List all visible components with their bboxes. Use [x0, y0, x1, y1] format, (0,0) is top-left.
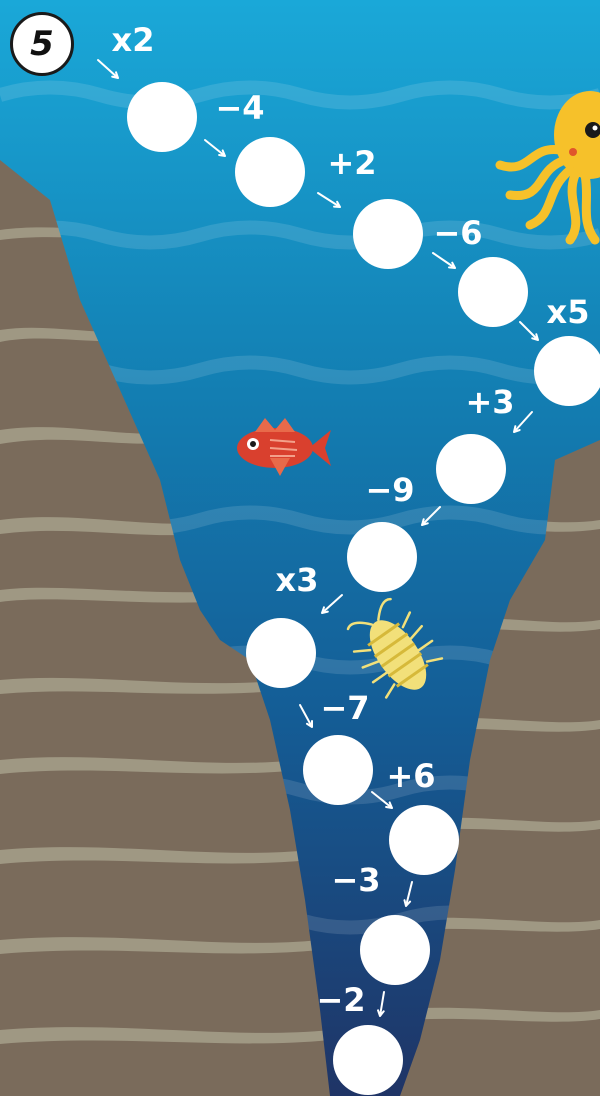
start-number-badge: 5: [10, 12, 74, 76]
operation-label: x2: [112, 24, 155, 56]
answer-circle[interactable]: [246, 618, 316, 688]
answer-circle[interactable]: [458, 257, 528, 327]
answer-circle[interactable]: [353, 199, 423, 269]
operation-label: +3: [465, 386, 514, 418]
operation-label: +2: [327, 147, 376, 179]
answer-circle[interactable]: [436, 434, 506, 504]
answer-circle[interactable]: [534, 336, 600, 406]
operation-label: −7: [320, 692, 369, 724]
answer-circle[interactable]: [127, 82, 197, 152]
answer-circle[interactable]: [303, 735, 373, 805]
answer-circle[interactable]: [389, 805, 459, 875]
operation-label: −2: [316, 984, 365, 1016]
operation-label: x3: [276, 564, 319, 596]
operation-label: −4: [215, 92, 264, 124]
operation-label: x5: [547, 296, 590, 328]
operation-label: −6: [433, 217, 482, 249]
operation-label: +6: [386, 760, 435, 792]
answer-circle[interactable]: [347, 522, 417, 592]
operation-label: −9: [365, 474, 414, 506]
answer-circle[interactable]: [333, 1025, 403, 1095]
answer-circle[interactable]: [360, 915, 430, 985]
answer-circle[interactable]: [235, 137, 305, 207]
operation-label: −3: [331, 864, 380, 896]
